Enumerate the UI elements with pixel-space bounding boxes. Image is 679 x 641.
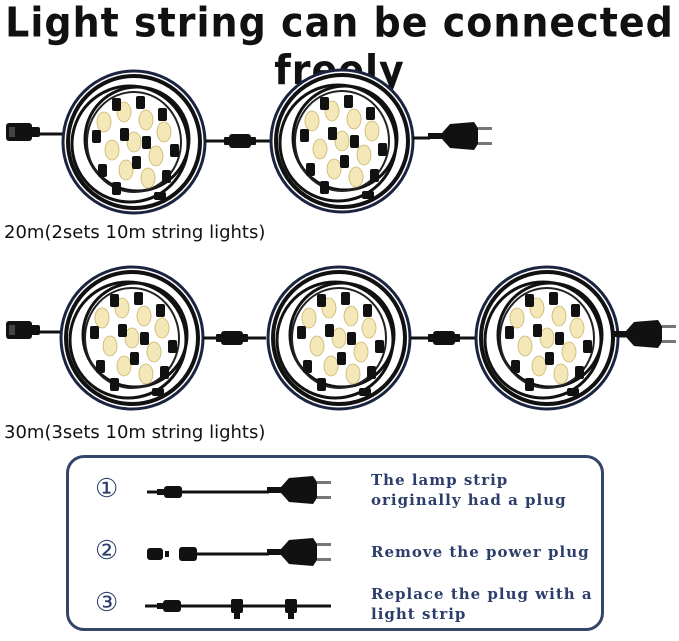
coiled-light-string-1 (61, 69, 207, 215)
end-socket-icon (6, 321, 40, 339)
coiled-light-string-1 (59, 265, 205, 411)
connector-icon (428, 331, 460, 345)
step-number-2: ② (95, 536, 119, 566)
coiled-light-string-2 (269, 68, 415, 214)
power-plug-icon (428, 122, 492, 150)
cable-with-plug-icon (147, 476, 331, 504)
end-socket-icon (6, 123, 40, 141)
coiled-light-string-3 (474, 265, 620, 411)
legend-illustrations (145, 476, 331, 619)
power-plug-icon (612, 320, 676, 348)
step-text-3: Replace the plug with a light strip (371, 585, 593, 623)
connector-icon (216, 331, 248, 345)
row2-string-set (6, 265, 676, 411)
row1-string-set (6, 68, 492, 215)
step-number-3: ③ (95, 588, 119, 618)
light-strip-cable-icon (145, 599, 331, 619)
step-number-1: ① (95, 474, 119, 504)
row1-caption: 20m(2sets 10m string lights) (4, 222, 266, 243)
step-text-1: The lamp strip originally had a plug (371, 471, 567, 509)
legend-box: ① ② ③ The lamp strip originally had a pl… (66, 455, 604, 631)
connector-icon (224, 134, 256, 148)
row2-caption: 30m(3sets 10m string lights) (4, 422, 266, 443)
removed-plug-icon (147, 538, 331, 566)
step-text-2: Remove the power plug (371, 543, 590, 561)
connection-illustration (6, 68, 676, 411)
coiled-light-string-2 (266, 265, 412, 411)
